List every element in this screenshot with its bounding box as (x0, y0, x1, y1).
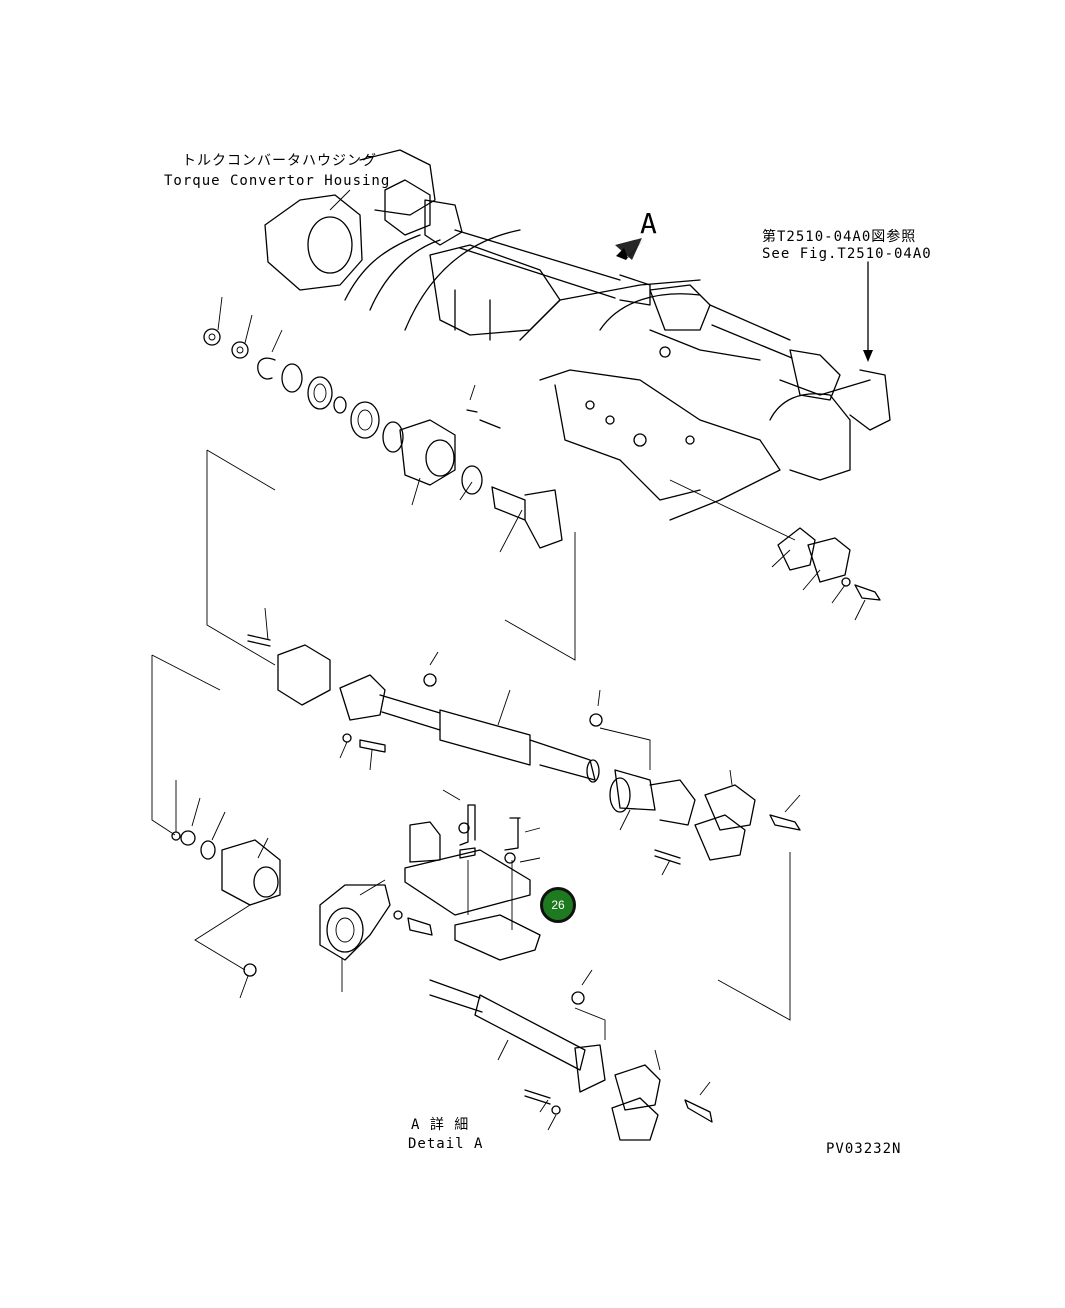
right-yoke (654, 769, 801, 876)
callout-26[interactable]: 26 (540, 887, 576, 923)
left-lower-flange (171, 780, 281, 999)
middle-drive-shaft (247, 607, 696, 831)
label-housing-jp: トルクコンバータハウジング (182, 153, 377, 169)
detail-a-bearing-housing (319, 879, 433, 992)
right-bracket-parts (669, 479, 881, 621)
detail-a-support-bracket (404, 789, 541, 961)
lower-drive-shaft (429, 969, 713, 1141)
frame-outline (404, 229, 871, 521)
torque-converter-housing (264, 149, 441, 311)
exploded-bearing-parts (203, 296, 563, 553)
label-housing-en: Torque Convertor Housing (164, 173, 391, 189)
label-ref-en: See Fig.T2510-04A0 (762, 246, 932, 262)
upper-drive-shaft (384, 179, 891, 431)
label-ref-jp: 第T2510-04A0図参照 (762, 229, 917, 245)
section-arrow-a (615, 238, 645, 260)
label-arrow-a: A (640, 207, 657, 240)
reference-leader (863, 261, 873, 362)
label-detail-en: Detail A (408, 1136, 484, 1152)
bracket-guides (151, 449, 791, 1021)
label-detail-jp: A 詳 細 (411, 1117, 470, 1133)
label-figure-code: PV03232N (826, 1141, 902, 1157)
